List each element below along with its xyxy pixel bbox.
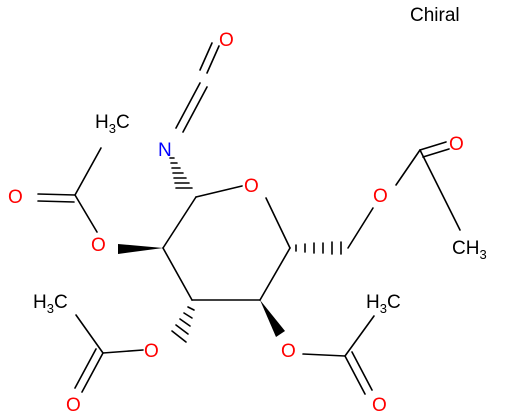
isocyanate-nitrogen-label: N bbox=[158, 140, 172, 161]
bond-o4-cc bbox=[302, 353, 346, 357]
bond-c6-methyl bbox=[419, 149, 461, 231]
bond-c2-o2-wedge bbox=[118, 244, 163, 254]
bond-ringO-c5 bbox=[265, 197, 291, 249]
bond-cn-double-a bbox=[175, 82, 201, 129]
bond-c6-o6 bbox=[347, 207, 374, 249]
bond-c6-carbonyl-a bbox=[419, 141, 447, 151]
c3-carbonyl-oxygen-label: O bbox=[66, 395, 81, 416]
bond-oc-double-a bbox=[199, 42, 213, 71]
c4-carbonyl-oxygen-label: O bbox=[372, 395, 387, 416]
bond-left-carbonyl-a bbox=[37, 193, 76, 196]
atom-labels: O N O O O CH3 O O H3C O O H3C O O H3C Ch… bbox=[8, 5, 487, 416]
bond-c6-carbonyl-b bbox=[422, 148, 450, 158]
bond-layer bbox=[37, 42, 461, 395]
bond-c5-c4 bbox=[259, 247, 291, 301]
c6-ester-oxygen-label: O bbox=[373, 186, 388, 207]
c3-methyl-label: H3C bbox=[33, 292, 68, 316]
bond-o2-cc bbox=[74, 194, 98, 233]
c6-carbonyl-oxygen-label: O bbox=[449, 134, 464, 155]
c4-methyl-label: H3C bbox=[366, 292, 401, 316]
bond-c3-c2 bbox=[162, 247, 193, 301]
c3-ester-oxygen-label: O bbox=[144, 341, 159, 362]
bond-o3-cc bbox=[102, 349, 144, 354]
chiral-label: Chiral bbox=[410, 5, 460, 26]
c4-ester-oxygen-label: O bbox=[281, 341, 296, 362]
ring-oxygen-label: O bbox=[244, 176, 259, 197]
bond-c3-carbonyl-b bbox=[74, 348, 97, 389]
bond-c4-carbonyl-b bbox=[351, 351, 373, 391]
c2-carbonyl-oxygen-label: O bbox=[8, 187, 23, 208]
bond-c3-o3-hash bbox=[171, 306, 195, 343]
isocyanate-oxygen-label: O bbox=[219, 30, 234, 51]
c2-ester-oxygen-label: O bbox=[91, 235, 106, 256]
bond-c4-o4-wedge bbox=[260, 300, 285, 337]
bond-c4-methyl bbox=[344, 315, 375, 357]
bond-c4-carbonyl-a bbox=[344, 355, 366, 395]
c6-methyl-label: CH3 bbox=[452, 238, 487, 262]
bond-c5-c6-hash bbox=[295, 241, 342, 255]
bond-left-methyl bbox=[74, 147, 102, 196]
bond-c2-c1 bbox=[162, 196, 197, 249]
bond-o6-cc bbox=[395, 149, 421, 186]
bond-n-c1-hash bbox=[169, 157, 193, 189]
c2-methyl-label: H3C bbox=[95, 112, 130, 136]
bond-left-carbonyl-b bbox=[37, 200, 75, 203]
bond-cn-double-b bbox=[182, 86, 208, 133]
bond-c3-carbonyl-a bbox=[81, 352, 104, 393]
bond-c3-methyl bbox=[75, 314, 104, 354]
bond-c1-ringO bbox=[195, 185, 243, 198]
bond-oc-double-b bbox=[206, 45, 220, 74]
